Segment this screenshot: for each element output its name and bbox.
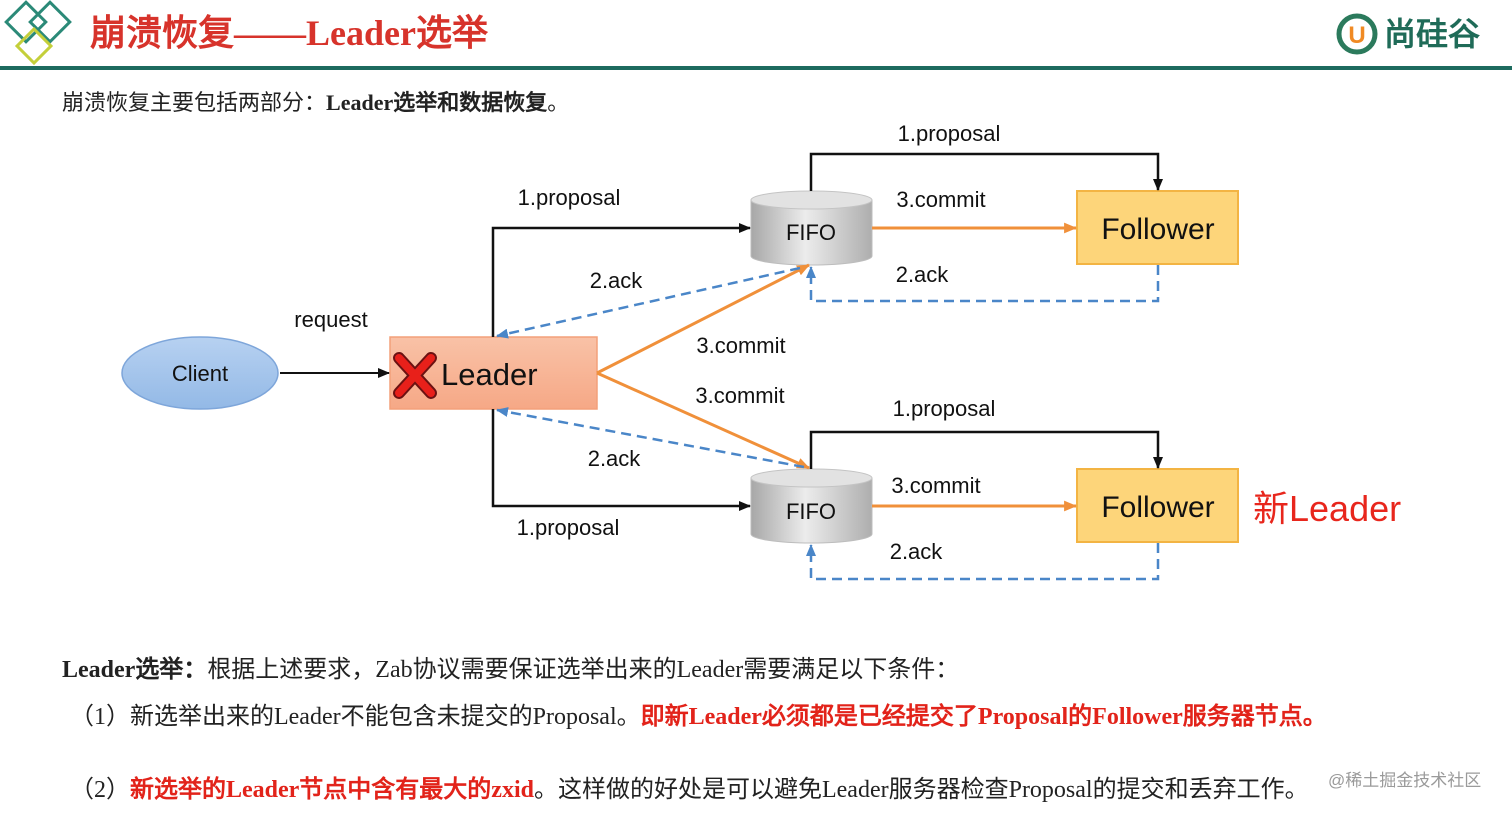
fifo-lower-node (750, 468, 873, 544)
follower-lower-label: Follower (1101, 491, 1214, 524)
intro-bold: Leader选举和数据恢复 (326, 90, 548, 115)
follower-upper-node (1076, 190, 1239, 265)
leader-label: Leader (441, 357, 538, 392)
intro-text: 崩溃恢复主要包括两部分：Leader选举和数据恢复。 (62, 87, 569, 119)
red-cross-icon (393, 352, 437, 399)
follower-lower-node (1076, 468, 1239, 543)
brand-u-icon: U (1336, 13, 1378, 55)
label-upper-fifo-commit: 3.commit (896, 187, 985, 212)
condition-item-1: （1）新选举出来的Leader不能包含未提交的Proposal。即新Leader… (70, 700, 1327, 734)
label-leader-lower-proposal: 1.proposal (517, 515, 620, 540)
edge-upper-follower-ack (806, 265, 1160, 303)
edge-lower-ack-to-leader (496, 407, 805, 469)
client-label: Client (172, 361, 228, 386)
watermark: @稀土掘金技术社区 (1328, 771, 1482, 790)
edge-lower-follower-ack (806, 543, 1160, 581)
header-divider (0, 66, 1512, 70)
conditions-heading-text: 根据上述要求，Zab协议需要保证选举出来的Leader需要满足以下条件： (207, 657, 960, 683)
follower-upper-label: Follower (1101, 213, 1214, 246)
label-leader-upper-proposal: 1.proposal (518, 185, 621, 210)
intro-end: 。 (547, 90, 570, 115)
label-lower-ack-to-leader: 2.ack (588, 446, 642, 471)
brand-logo-text: 尚硅谷 (1384, 16, 1481, 52)
edge-upper-ack-to-leader (496, 266, 801, 339)
brand-u-letter: U (1348, 22, 1365, 49)
conditions-heading: Leader选举：根据上述要求，Zab协议需要保证选举出来的Leader需要满足… (62, 653, 959, 687)
edge-leader-lower-commit (596, 371, 810, 470)
label-upper-ack-to-leader: 2.ack (590, 268, 644, 293)
label-lower-follower-ack: 2.ack (890, 539, 944, 564)
condition-item-2: （2）新选举的Leader节点中含有最大的zxid。这样做的好处是可以避免Lea… (70, 773, 1309, 807)
label-upper-follower-ack: 2.ack (896, 262, 950, 287)
label-leader-lower-commit: 3.commit (695, 383, 784, 408)
condition-item-1-highlight: 即新Leader必须都是已经提交了Proposal的Follower服务器节点。 (640, 704, 1327, 730)
edge-upper-fifo-proposal (809, 152, 1163, 191)
label-request: request (294, 307, 367, 332)
condition-item-2-highlight: 新选举的Leader节点中含有最大的zxid (130, 777, 534, 803)
fifo-upper-node (750, 190, 873, 266)
label-leader-upper-commit: 3.commit (696, 333, 785, 358)
conditions-heading-bold: Leader选举： (62, 657, 208, 683)
edge-lower-fifo-proposal (809, 430, 1163, 469)
label-upper-fifo-proposal: 1.proposal (898, 121, 1001, 146)
edge-leader-lower-proposal (491, 409, 751, 511)
edge-leader-upper-commit (596, 263, 810, 375)
intro-lead: 崩溃恢复主要包括两部分： (62, 90, 327, 115)
page-title: 崩溃恢复——Leader选举 (90, 13, 488, 53)
fifo-upper-label: FIFO (786, 220, 836, 245)
fifo-lower-label: FIFO (786, 499, 836, 524)
condition-item-1-marker: （1） (70, 704, 130, 730)
label-lower-fifo-commit: 3.commit (891, 473, 980, 498)
new-leader-label: 新Leader (1253, 488, 1401, 529)
condition-item-2-text: 。这样做的好处是可以避免Leader服务器检查Proposal的提交和丢弃工作。 (533, 777, 1309, 803)
condition-item-1-text: 新选举出来的Leader不能包含未提交的Proposal。 (130, 704, 641, 730)
edge-leader-upper-proposal (491, 223, 751, 337)
client-node (121, 336, 279, 410)
condition-item-2-marker: （2） (70, 777, 130, 803)
diamond-logo-icon (4, 0, 72, 66)
label-lower-fifo-proposal: 1.proposal (893, 396, 996, 421)
